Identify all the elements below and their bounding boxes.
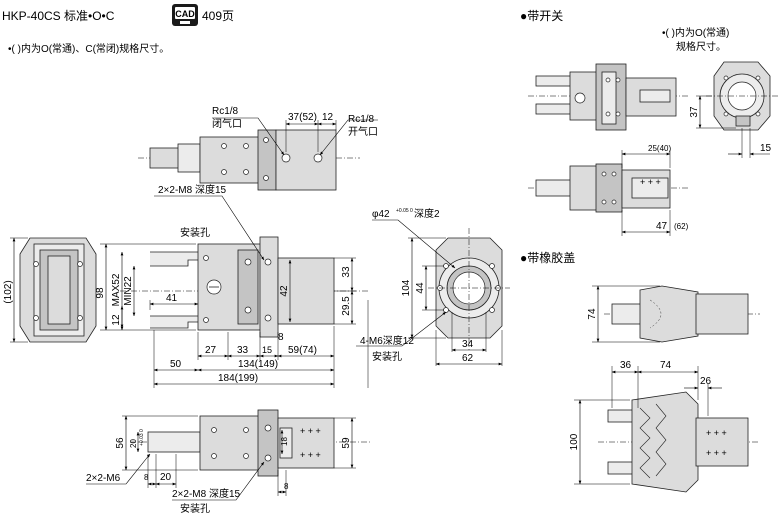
rubber-dim-74-h: 74 [660,360,672,371]
port-open-label: Rc1/8 [348,114,375,125]
rubber-dim-26: 26 [700,376,712,387]
dim-42: 42 [279,285,290,297]
left-end-view: (102) [3,237,97,343]
switch-dim-62: (62) [674,222,689,231]
svg-text:+ + +: + + + [706,448,727,458]
bore-label: φ42 [372,209,390,220]
bore-tol: +0.05 0 [396,208,413,214]
dim-min22: MIN22 [123,276,134,306]
dim-12-left: 12 [111,314,122,326]
port-close-label: Rc1/8 [212,106,239,117]
svg-text:+ + +: + + + [300,426,321,436]
dim-8: 8 [278,332,284,343]
switch-note-2: 规格尺寸。 [676,40,726,53]
dim-59: 59 [341,437,352,449]
dim-29-5: 29.5 [341,296,352,316]
main-side-view: 2×2-M8 深度15 安装孔 98 MAX52 MIN22 12 41 42 … [95,183,369,388]
dim-134-149: 134(149) [238,359,278,370]
switch-dim-15: 15 [760,143,772,154]
dim-34: 34 [462,339,474,350]
dim-98: 98 [95,287,106,299]
switch-dim-25-40: 25(40) [648,144,671,153]
cad-page-ref: 409页 [202,9,234,23]
switch-dim-47: 47 [656,221,668,232]
svg-text:+ + +: + + + [300,450,321,460]
header: HKP-40CS 标准•O•C CAD 409页 •( )内为O(常通)、C(常… [2,4,234,55]
dim-184-199: 184(199) [218,373,258,384]
model-title: HKP-40CS 标准•O•C [2,9,115,23]
bottom-view: + + + + + + 56 20 +0.03 0 18 59 8 20 2×2… [86,409,370,515]
switch-section: ●带开关 •( )内为O(常通) 规格尺寸。 37 15 [520,9,778,236]
dim-20-tol-base: 20 [129,439,138,448]
bottom-tap-sub: 安装孔 [180,502,210,515]
dim-102: (102) [3,280,14,303]
dim-37-52: 37(52) [288,112,317,123]
port-close-sub: 闭气口 [212,117,242,130]
dim-20-tol: +0.03 0 [139,429,145,446]
switch-dim-37: 37 [689,106,700,118]
svg-text:+ + +: + + + [640,177,661,187]
cad-badge[interactable]: CAD [172,4,198,26]
end-tap-sub: 安装孔 [372,350,402,363]
cad-badge-label: CAD [175,9,195,19]
end-view: φ42 +0.05 0 深度2 104 44 34 62 4-M6深度12 安装… [356,207,510,366]
rubber-section: ●带橡胶盖 74 + + + + + + 36 74 26 [520,250,760,493]
dim-59-74: 59(74) [288,345,317,356]
dim-33-bottom: 33 [237,345,249,356]
svg-text:+ + +: + + + [706,428,727,438]
rubber-dim-74-v: 74 [587,308,598,320]
switch-note-1: •( )内为O(常通) [662,26,729,39]
bottom-tap-label: 2×2-M8 深度15 [172,487,241,500]
dim-41: 41 [166,293,178,304]
main-tap-sub: 安装孔 [180,226,210,239]
dim-44: 44 [415,282,426,294]
dim-15: 15 [262,345,272,355]
switch-title: ●带开关 [520,9,563,23]
dim-27: 27 [205,345,217,356]
dim-50: 50 [170,359,182,370]
dim-104: 104 [401,279,412,296]
dim-56: 56 [115,437,126,449]
dim-18: 18 [280,437,289,446]
rubber-title: ●带橡胶盖 [520,250,575,265]
dim-33-right: 33 [341,266,352,278]
port-open-sub: 开气口 [348,125,378,138]
bore-depth: 深度2 [414,207,440,220]
dim-max52: MAX52 [111,273,122,306]
rubber-dim-100: 100 [569,433,580,450]
top-port-view: 37(52) 12 Rc1/8 闭气口 Rc1/8 开气口 [138,106,378,191]
rubber-dim-36: 36 [620,360,632,371]
bottom-tap-left: 2×2-M6 [86,473,121,484]
end-tap-label: 4-M6深度12 [360,334,414,347]
dim-12-top: 12 [322,112,334,123]
dim-62: 62 [462,353,474,364]
dim-20b: 20 [160,472,172,483]
main-tap-label: 2×2-M8 深度15 [158,183,227,196]
dim-8b: 8 [284,482,289,491]
header-note: •( )内为O(常通)、C(常闭)规格尺寸。 [8,42,169,55]
dim-8a: 8 [144,473,149,482]
